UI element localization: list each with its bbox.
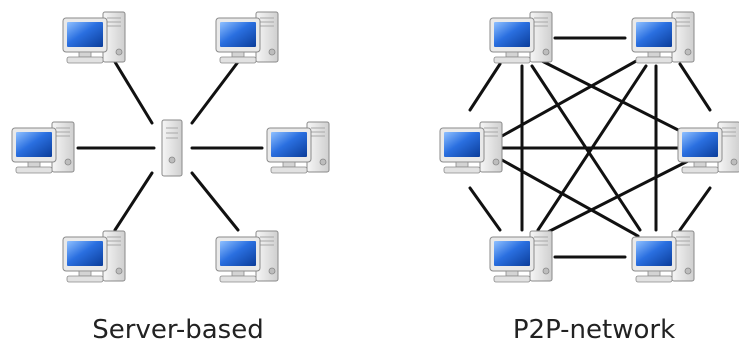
desktop-computer-icon — [631, 230, 695, 283]
desktop-computer-icon — [677, 121, 739, 174]
link-tr-bl — [536, 64, 648, 232]
p2p-pc-bottom-left — [489, 230, 553, 283]
pc-bottom-right — [215, 230, 279, 283]
p2p-pc-top-left — [489, 11, 553, 64]
server — [161, 119, 183, 177]
link-tl-br — [530, 64, 642, 232]
link-br-ml — [500, 158, 640, 238]
p2p-network-diagram: P2P-network — [439, 11, 739, 345]
pc-mid-left — [11, 121, 75, 174]
desktop-computer-icon — [489, 11, 553, 64]
desktop-computer-icon — [215, 230, 279, 283]
link-mr-br — [678, 186, 712, 232]
pc-mid-right — [266, 121, 330, 174]
desktop-computer-icon — [62, 230, 126, 283]
link-top-right-server — [190, 60, 240, 125]
server-based-caption: Server-based — [92, 315, 263, 345]
link-bl-mr — [538, 158, 692, 238]
desktop-computer-icon — [215, 11, 279, 64]
desktop-computer-icon — [11, 121, 75, 174]
p2p-network-caption: P2P-network — [513, 315, 675, 345]
link-tl-ml — [468, 62, 502, 112]
p2p-pc-mid-right — [677, 121, 739, 174]
link-tr-mr — [678, 62, 712, 112]
desktop-computer-icon — [62, 11, 126, 64]
pc-top-right — [215, 11, 279, 64]
link-bottom-right-server — [190, 171, 240, 232]
link-ml-bl — [468, 186, 502, 232]
link-tr-ml — [500, 58, 640, 138]
pc-bottom-left — [62, 230, 126, 283]
server-based-links — [76, 60, 264, 232]
desktop-computer-icon — [631, 11, 695, 64]
desktop-computer-icon — [489, 230, 553, 283]
p2p-links — [468, 36, 712, 259]
p2p-pc-mid-left — [439, 121, 503, 174]
desktop-computer-icon — [266, 121, 330, 174]
link-tl-mr — [538, 58, 692, 138]
server-based-diagram: Server-based — [11, 11, 330, 345]
p2p-pc-top-right — [631, 11, 695, 64]
p2p-pc-bottom-right — [631, 230, 695, 283]
server-tower-icon — [161, 119, 183, 177]
link-top-left-server — [113, 60, 154, 125]
desktop-computer-icon — [439, 121, 503, 174]
link-bottom-left-server — [113, 171, 154, 232]
pc-top-left — [62, 11, 126, 64]
